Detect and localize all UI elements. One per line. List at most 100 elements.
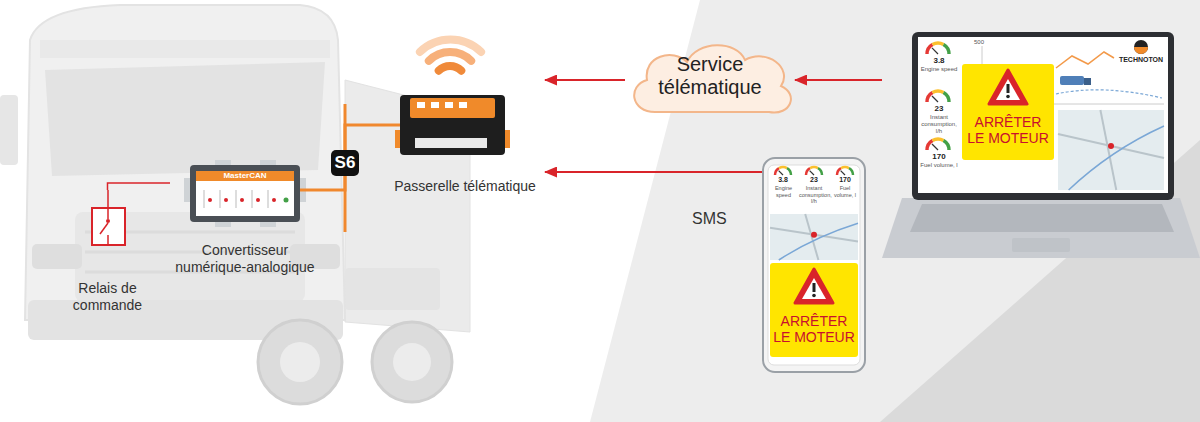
- laptop-shape-part: [933, 43, 944, 44]
- warning-text: ARRÊTER LE MOTEUR: [772, 313, 856, 345]
- warning-text: ARRÊTER LE MOTEUR: [966, 114, 1050, 146]
- converter-device-shape-part: [256, 198, 260, 202]
- laptop-shape-part: [932, 48, 938, 54]
- smartphone-shape-part: [779, 223, 858, 260]
- laptop-shape-part: [927, 45, 933, 55]
- relay-symbol-shape-part: [107, 235, 109, 245]
- laptop-shape-part: [1060, 76, 1084, 85]
- gauge-label: Fuel volume, l: [830, 185, 860, 198]
- warning-box-shape-part: [1006, 95, 1010, 99]
- laptop-shape-part: [1058, 134, 1164, 158]
- laptop-shape-part: [933, 139, 944, 140]
- smartphone-shape-part: [849, 168, 853, 175]
- warning-box-shape-part: [795, 269, 833, 303]
- converter-device-shape-part: [190, 165, 300, 222]
- relay-symbol-shape-part: [100, 223, 108, 234]
- laptop-shape-part: [933, 91, 944, 92]
- can-wire: [320, 125, 385, 190]
- truck-illustration-part: [345, 268, 440, 310]
- laptop-shape-part: [944, 45, 950, 55]
- relay-label: Relais de commande: [50, 280, 165, 314]
- truck-illustration-part: [45, 62, 325, 176]
- axis-value: 500: [968, 39, 990, 46]
- gauge-value: 170: [832, 176, 858, 184]
- gauge-value: 23: [801, 176, 827, 184]
- converter-device-shape-part: [204, 190, 205, 208]
- warning-box-shape-part: [989, 70, 1027, 104]
- gateway-device-shape-part: [385, 124, 400, 127]
- warning-box-shape-part: [1007, 84, 1010, 93]
- smartphone-shape-part: [841, 167, 849, 168]
- laptop-shape-part: [932, 96, 938, 102]
- relay-symbol-shape-part: [107, 190, 109, 208]
- data-arrow: [545, 79, 625, 81]
- converter-device-shape-part: [300, 189, 320, 192]
- laptop-shape-part: [944, 93, 950, 103]
- converter-device-shape-part: [240, 198, 244, 202]
- converter-device: MasterCAN Convertisseur numérique-analogi…: [170, 160, 320, 280]
- converter-device-shape-part: [284, 198, 289, 203]
- gauge-value: 3.8: [922, 56, 956, 66]
- laptop-shape-part: [1056, 90, 1162, 98]
- converter-device-shape-part: [196, 171, 294, 216]
- laptop-shape-part: [912, 32, 1174, 200]
- converter-device-shape-part: [252, 190, 253, 208]
- truck-illustration-part: [0, 95, 18, 165]
- smartphone-shape-part: [770, 214, 858, 260]
- warning-box: ARRÊTER LE MOTEUR: [770, 263, 858, 357]
- converter-device-shape-part: [268, 190, 269, 208]
- laptop-shape-part: [1012, 238, 1070, 252]
- relay-symbol-shape-part: [92, 208, 125, 245]
- smartphone-shape-part: [841, 171, 845, 175]
- backdrop-part: [590, 0, 1200, 422]
- warning-box-shape-part: [802, 278, 826, 299]
- cloud-label: Service télématique: [635, 53, 785, 99]
- truck-illustration-part: [372, 322, 452, 402]
- converter-label: Convertisseur numérique-analogique: [170, 242, 320, 276]
- brand-logo: TECHNOTON: [1112, 56, 1170, 64]
- smartphone-shape-part: [763, 158, 865, 372]
- gateway-device-shape-part: [431, 102, 439, 108]
- gauge-value: 170: [922, 152, 956, 162]
- truck-illustration-part: [258, 320, 342, 404]
- device-brand: MasterCAN: [196, 171, 294, 181]
- gateway-label: Passerelle télématique: [390, 178, 540, 195]
- gauge-value: 3.8: [770, 176, 796, 184]
- gateway-device: Passerelle télématique: [385, 20, 545, 215]
- truck-illustration-part: [32, 244, 82, 269]
- laptop-shape-part: [1134, 40, 1148, 54]
- gateway-device-shape-part: [410, 98, 495, 118]
- gauge-label: Instant consumption, l/h: [799, 185, 829, 205]
- laptop-shape-part: [1058, 110, 1164, 190]
- warning-box-shape-part: [962, 64, 1054, 160]
- laptop-shape-part: [910, 204, 1174, 232]
- laptop-shape-part: [927, 141, 933, 151]
- converter-device-shape-part: [220, 190, 221, 208]
- truck-illustration: [0, 5, 470, 404]
- data-arrow: [795, 79, 882, 81]
- smartphone-shape-part: [768, 165, 860, 365]
- sms-arrow: [545, 171, 762, 173]
- converter-device-shape-part: [208, 198, 212, 202]
- control-wire: [108, 183, 171, 190]
- smartphone-shape-part: [810, 171, 814, 175]
- smartphone-shape-part: [805, 214, 818, 260]
- laptop-shape-part: [927, 93, 933, 103]
- laptop-shape-part: [882, 198, 1200, 258]
- gateway-device-shape-part: [417, 102, 425, 108]
- smartphone-shape-part: [810, 167, 818, 168]
- smartphone: 3.8Engine speed23Instant consumption, l/…: [762, 157, 866, 373]
- warning-box-shape-part: [813, 283, 816, 292]
- smartphone-shape-part: [775, 168, 779, 175]
- laptop: 3.8Engine speed23Instant consumption, l/…: [882, 28, 1200, 268]
- cloud-shape-shape-part: [634, 45, 791, 112]
- cloud-shape: Service télématique: [625, 38, 795, 120]
- smartphone-shape-part: [811, 232, 817, 238]
- smartphone-shape-part: [779, 171, 783, 175]
- laptop-shape-part: [944, 141, 950, 151]
- laptop-shape-part: [1069, 126, 1164, 190]
- laptop-shape-part: [932, 144, 938, 150]
- gateway-device-shape-part: [415, 138, 487, 148]
